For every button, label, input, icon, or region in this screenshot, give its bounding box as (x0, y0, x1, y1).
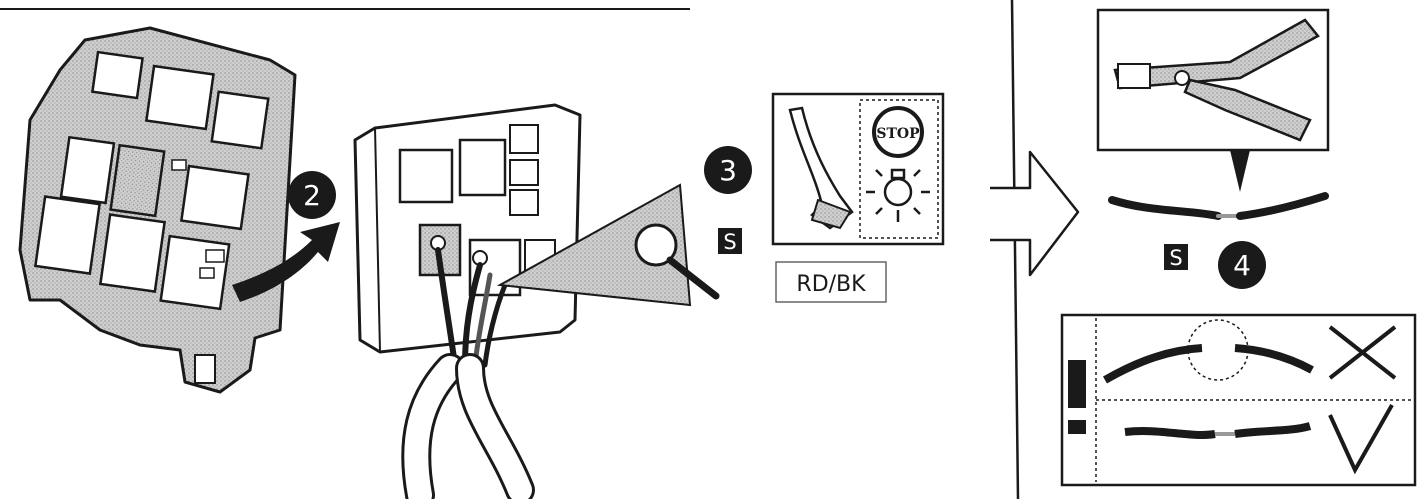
brake-panel: STOP (773, 94, 943, 244)
step-4-badge: 4 (1218, 241, 1266, 289)
divider-line (1012, 0, 1018, 499)
wire-color-label: RD/BK (776, 262, 886, 302)
step-3-number: 3 (719, 154, 737, 187)
step-3-s-label: S (723, 230, 736, 254)
stop-sign-text: STOP (876, 126, 920, 142)
exclamation-icon (1068, 360, 1086, 434)
step-4-s-tag: S (1164, 244, 1188, 270)
step-4-number: 4 (1233, 249, 1251, 282)
right-arrow-icon (990, 152, 1078, 275)
step-3-s-tag: S (718, 228, 742, 254)
step-4-s-label: S (1169, 246, 1182, 270)
wire-stripper-panel (1098, 10, 1328, 192)
relay-board-icon (20, 28, 295, 392)
stripped-wire-icon (1112, 196, 1325, 216)
step-2-badge: 2 (288, 171, 336, 219)
wire-color-text: RD/BK (796, 272, 866, 297)
step-3-badge: 3 (704, 146, 752, 194)
step-2-number: 2 (303, 179, 321, 212)
warning-panel (1062, 315, 1415, 485)
